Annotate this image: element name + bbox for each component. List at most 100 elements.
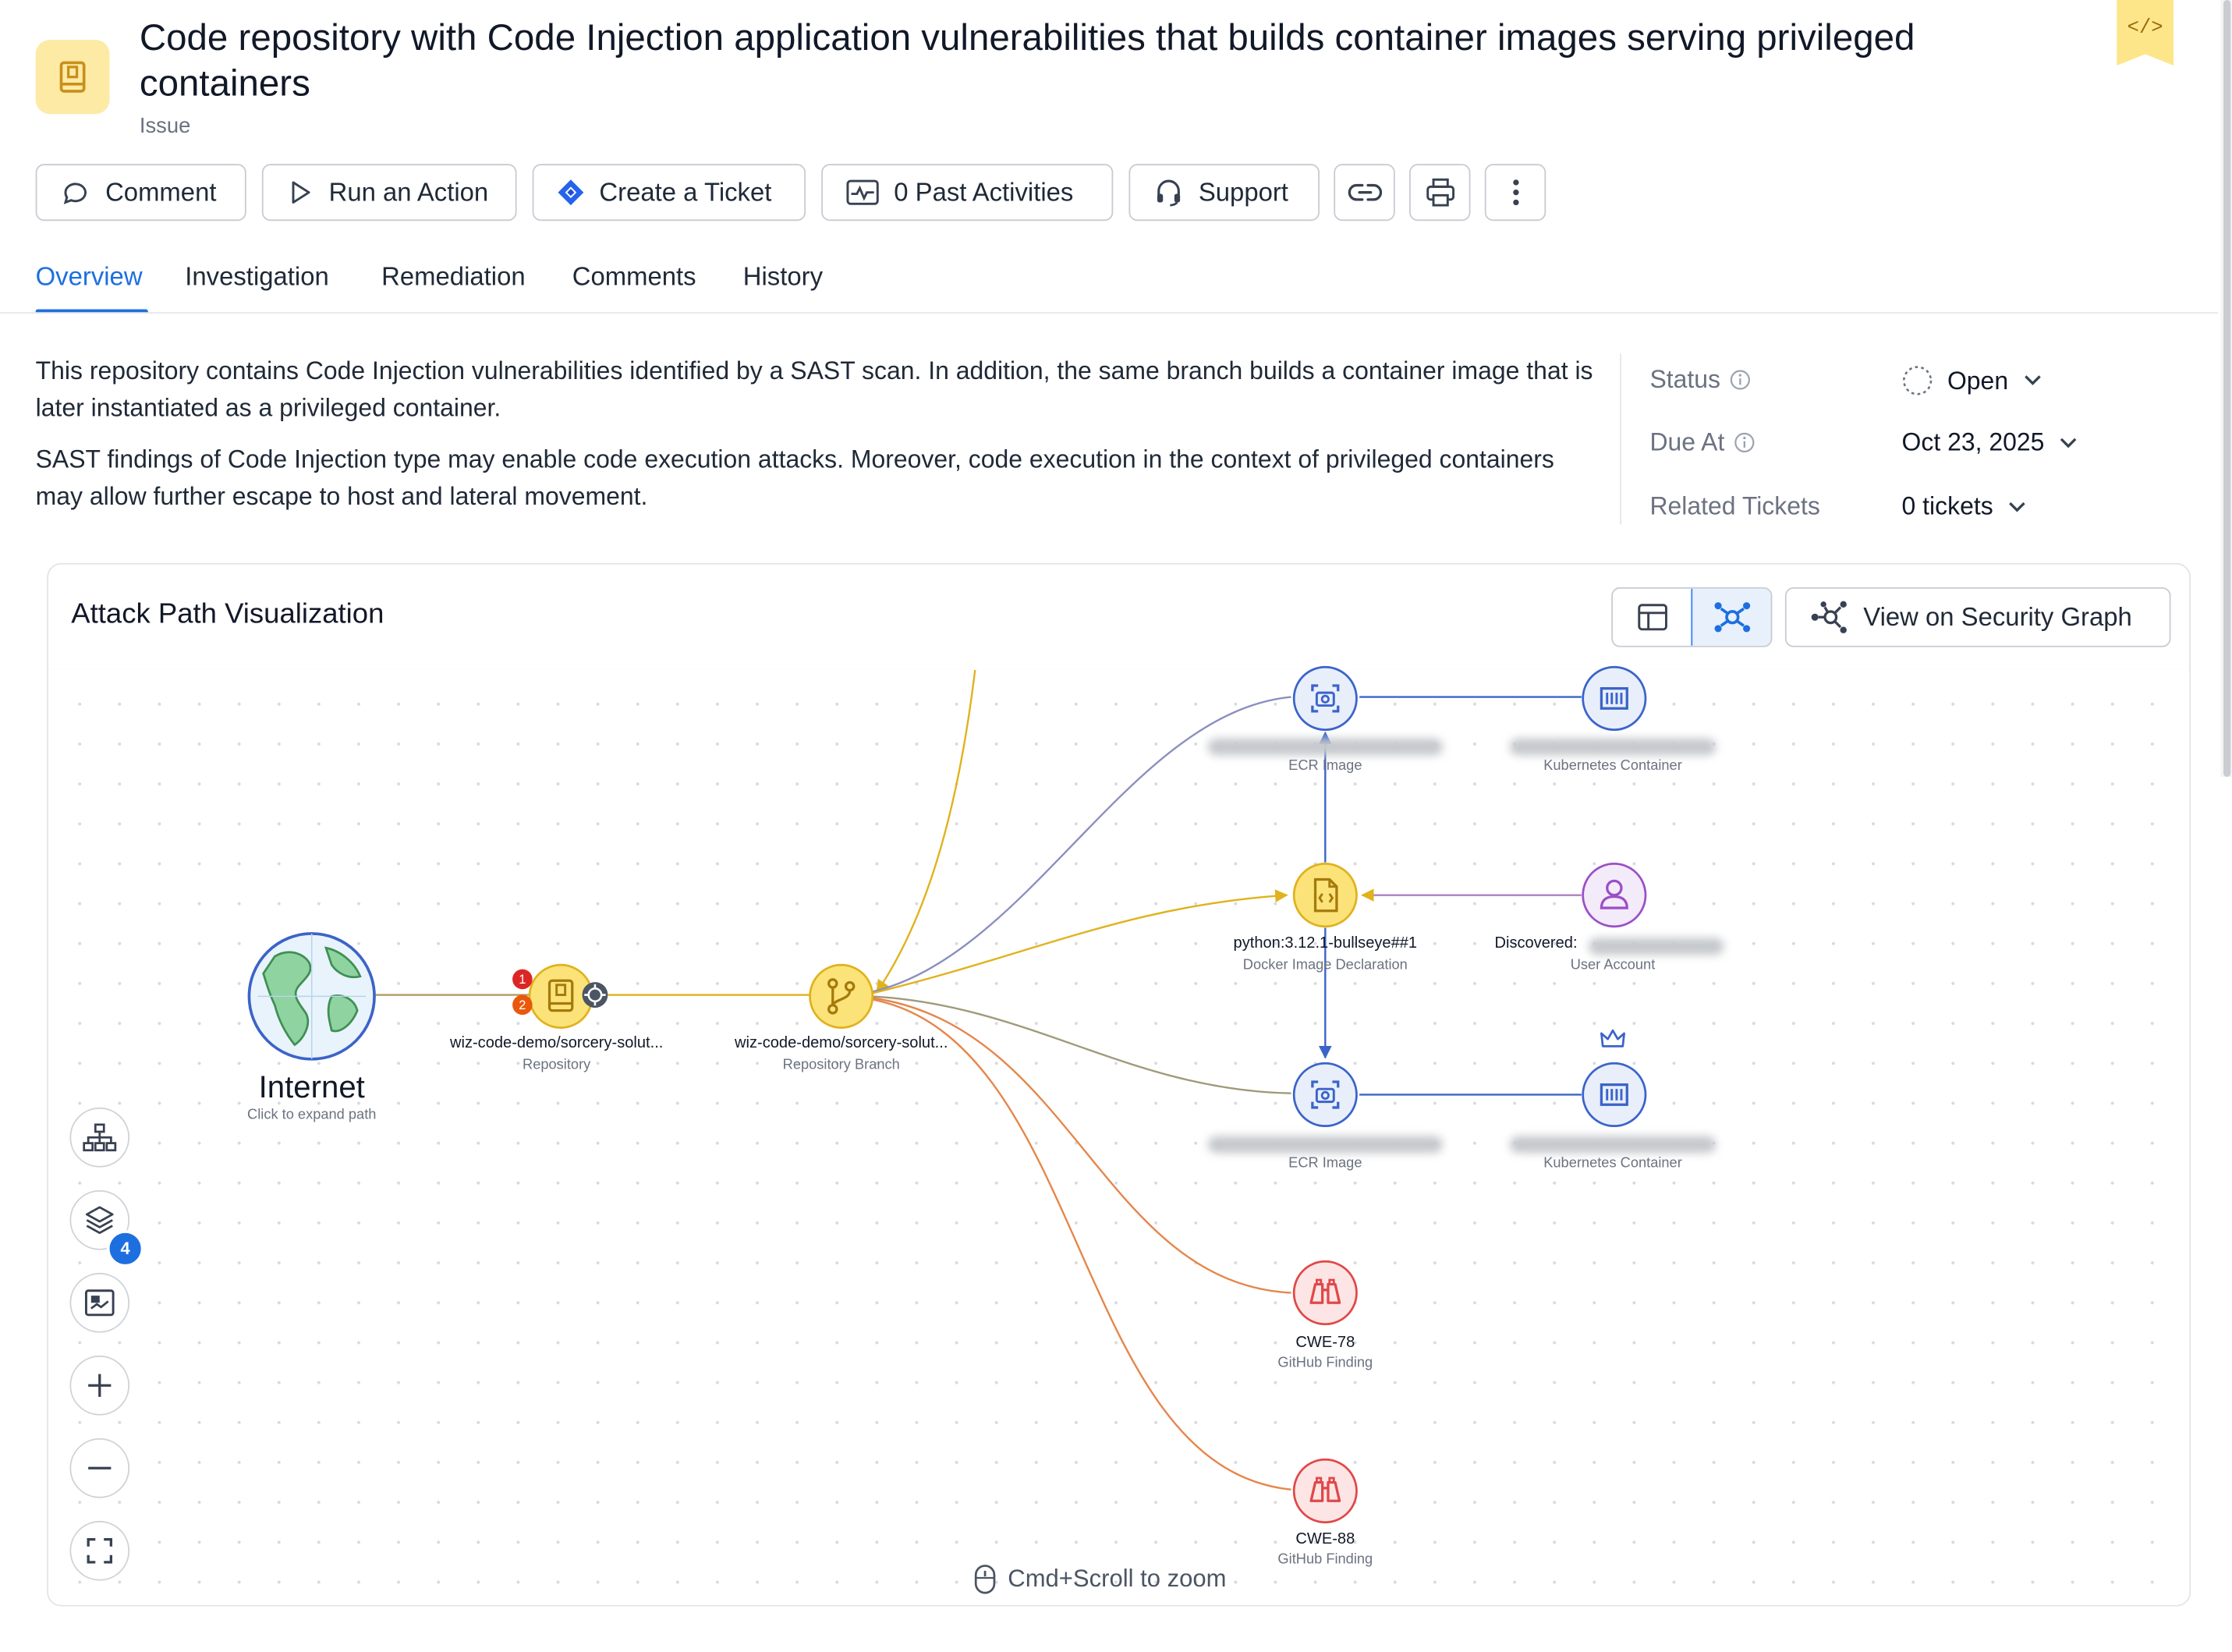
scrollbar-thumb[interactable] <box>2223 0 2231 777</box>
docker-type: Docker Image Declaration <box>1242 958 1408 974</box>
internet-sublabel: Click to expand path <box>247 1107 377 1124</box>
edge-branch-ecr-bottom <box>870 995 1291 1094</box>
tab-remediation[interactable]: Remediation <box>381 262 526 291</box>
kubernetes-container-node-icon[interactable] <box>1580 665 1649 733</box>
copy-link-button[interactable] <box>1334 164 1395 222</box>
zoom-hint-text: Cmd+Scroll to zoom <box>1008 1565 1227 1593</box>
k8s-bottom-type: Kubernetes Container <box>1543 1156 1682 1172</box>
cwe78-label: CWE-78 <box>1295 1334 1355 1352</box>
create-ticket-button[interactable]: Create a Ticket <box>532 164 806 222</box>
due-label: Due At <box>1649 427 1754 457</box>
ecr-bottom-name-redacted <box>1207 1136 1443 1154</box>
active-tab-indicator <box>35 309 148 314</box>
tab-overview[interactable]: Overview <box>35 262 143 291</box>
jira-icon <box>558 179 584 206</box>
user-type: User Account <box>1570 958 1656 974</box>
repository-branch-node-icon[interactable] <box>807 962 876 1031</box>
tab-investigation[interactable]: Investigation <box>185 262 329 291</box>
printer-icon <box>1426 178 1454 207</box>
graph-canvas[interactable]: Internet Click to expand path 1 2 wiz-co… <box>48 665 2190 1605</box>
code-flag-icon[interactable]: </> <box>2117 0 2174 69</box>
k8s-top-type: Kubernetes Container <box>1543 758 1682 775</box>
finding-binoculars-icon[interactable] <box>1291 1259 1360 1328</box>
expand-icon <box>87 1537 113 1564</box>
table-view-button[interactable] <box>1613 589 1691 646</box>
status-label-text: Status <box>1649 364 1721 394</box>
kubernetes-container-node-icon[interactable] <box>1580 1061 1649 1129</box>
tab-comments[interactable]: Comments <box>572 262 696 291</box>
due-date-dropdown[interactable]: Oct 23, 2025 <box>1902 427 2079 457</box>
page-title: Code repository with Code Injection appl… <box>139 16 1915 105</box>
related-tickets-label-text: Related Tickets <box>1649 491 1820 521</box>
user-account-node-icon[interactable] <box>1580 861 1649 930</box>
status-dropdown[interactable]: Open <box>1902 365 2042 396</box>
zoom-hint: Cmd+Scroll to zoom <box>973 1564 1227 1595</box>
graph-view-button[interactable] <box>1691 588 1771 646</box>
view-security-graph-button[interactable]: View on Security Graph <box>1784 587 2171 647</box>
repository-node-icon[interactable] <box>526 962 595 1031</box>
ecr-top-name-redacted <box>1207 738 1443 756</box>
edge-branch-cwe88 <box>870 998 1291 1491</box>
cwe88-label: CWE-88 <box>1295 1530 1355 1548</box>
kebab-menu-icon <box>1512 179 1518 206</box>
info-icon[interactable] <box>1733 432 1754 453</box>
zoom-out-button[interactable] <box>69 1438 130 1498</box>
related-tickets-dropdown[interactable]: 0 tickets <box>1902 491 2028 521</box>
high-findings-badge: 2 <box>512 994 533 1016</box>
info-icon[interactable] <box>1729 369 1750 390</box>
status-open-icon <box>1903 366 1933 395</box>
headset-icon <box>1157 179 1181 207</box>
hierarchy-layout-button[interactable] <box>69 1107 130 1168</box>
security-graph-icon <box>1811 601 1847 633</box>
view-security-graph-label: View on Security Graph <box>1863 602 2132 631</box>
run-action-button[interactable]: Run an Action <box>261 164 517 222</box>
edge-branch-cwe78 <box>870 997 1291 1294</box>
ecr-top-type: ECR Image <box>1288 758 1362 775</box>
ecr-bottom-type: ECR Image <box>1288 1156 1362 1172</box>
ecr-image-node-icon[interactable] <box>1291 665 1360 733</box>
svg-text:</>: </> <box>2127 16 2163 39</box>
chevron-down-icon <box>2009 502 2026 512</box>
support-button[interactable]: Support <box>1128 164 1320 222</box>
internet-globe-icon[interactable] <box>246 931 377 1062</box>
comment-icon <box>63 183 87 204</box>
related-tickets-value: 0 tickets <box>1901 491 1993 521</box>
branch-type: Repository Branch <box>782 1057 900 1074</box>
edge-branch-ecr-top <box>870 696 1291 994</box>
user-name-redacted <box>1588 938 1724 955</box>
branch-label: wiz-code-demo/sorcery-solut... <box>735 1034 948 1052</box>
zoom-in-button[interactable] <box>69 1355 130 1416</box>
play-icon <box>292 181 310 204</box>
attack-path-title: Attack Path Visualization <box>71 598 384 630</box>
crosshair-icon[interactable] <box>581 980 610 1009</box>
support-button-label: Support <box>1198 177 1288 207</box>
more-options-button[interactable] <box>1484 164 1546 222</box>
print-button[interactable] <box>1409 164 1471 222</box>
properties-divider <box>1620 353 1621 525</box>
repository-book-icon <box>59 61 86 93</box>
plus-icon <box>88 1374 112 1397</box>
minimap-icon <box>84 1289 115 1317</box>
edge-upstream-branch <box>876 669 976 994</box>
attack-path-card: Attack Path Visualization <box>47 562 2191 1607</box>
tab-history[interactable]: History <box>742 262 824 291</box>
fit-to-screen-button[interactable] <box>69 1520 130 1581</box>
cwe78-type: GitHub Finding <box>1277 1355 1373 1371</box>
comment-button[interactable]: Comment <box>35 164 246 222</box>
finding-binoculars-icon[interactable] <box>1291 1457 1360 1526</box>
crown-icon <box>1600 1029 1625 1048</box>
repository-type: Repository <box>523 1057 591 1074</box>
docker-file-node-icon[interactable] <box>1291 861 1360 930</box>
status-label: Status <box>1649 365 1750 395</box>
view-toggle <box>1611 587 1773 647</box>
minimap-button[interactable] <box>69 1272 130 1333</box>
issue-type-icon <box>35 40 110 115</box>
due-label-text: Due At <box>1649 427 1725 456</box>
link-icon <box>1347 183 1382 201</box>
ecr-image-node-icon[interactable] <box>1291 1061 1360 1129</box>
critical-findings-badge: 1 <box>512 969 533 990</box>
past-activities-button[interactable]: 0 Past Activities <box>821 164 1114 222</box>
k8s-top-name-redacted <box>1509 738 1717 756</box>
layers-icon <box>85 1206 114 1235</box>
docker-label: python:3.12.1-bullseye##1 <box>1233 934 1418 952</box>
